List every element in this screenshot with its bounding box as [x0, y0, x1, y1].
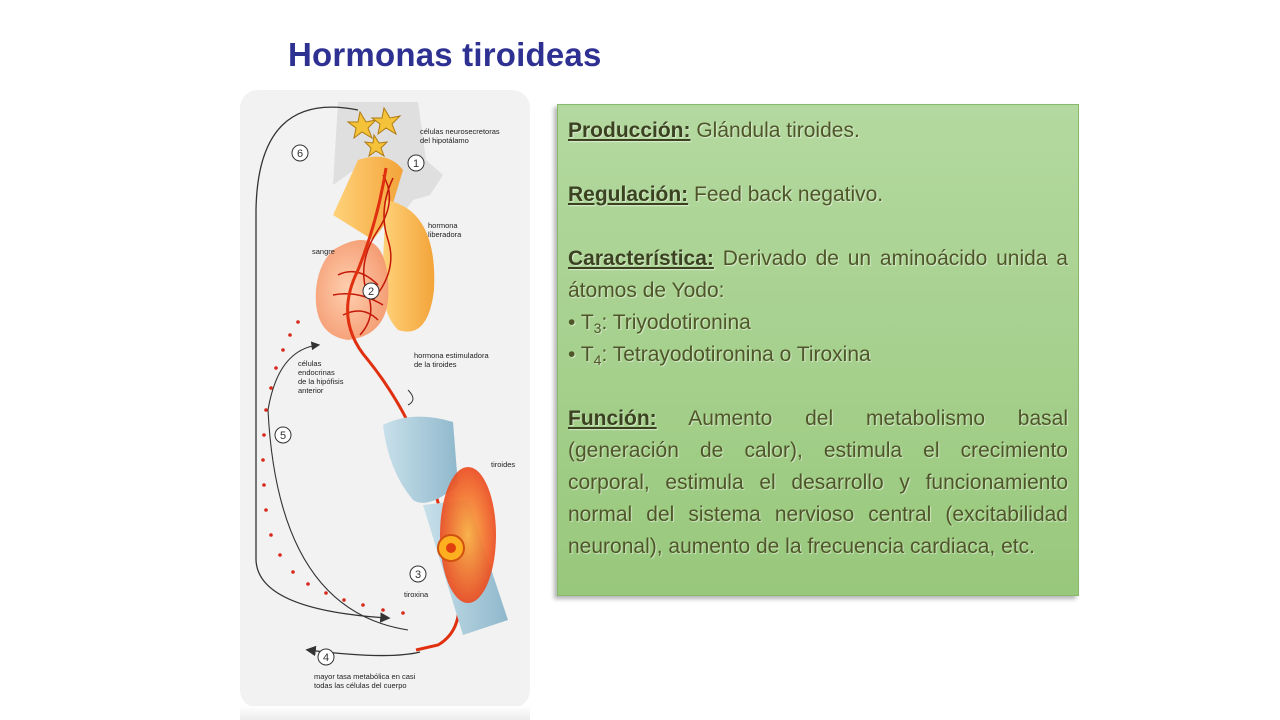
figure-bottom-strip — [240, 706, 530, 720]
svg-text:6: 6 — [297, 148, 303, 160]
produccion-text: Glándula tiroides. — [690, 119, 860, 142]
label-endocrine-3: de la hipófisis — [298, 377, 344, 386]
thyroid-gland-shape — [440, 467, 496, 603]
posterior-pituitary-shape — [382, 200, 435, 332]
tsh-arrow — [407, 389, 414, 406]
svg-text:3: 3 — [415, 569, 421, 581]
step-number-6: 6 — [291, 144, 309, 162]
caracteristica-text: Derivado de un aminoácido unida a átomos… — [568, 247, 1068, 302]
label-neurosecretory-2: del hipotálamo — [420, 136, 469, 145]
produccion-label: Producción: — [568, 119, 691, 142]
step-number-3: 3 — [409, 565, 427, 583]
neurosecretory-neurons-icon — [346, 106, 402, 158]
bullet-t3: • T3: Triyodotironina — [568, 311, 751, 336]
larynx-shape — [383, 416, 458, 503]
svg-text:4: 4 — [323, 652, 329, 664]
produccion-paragraph: Producción: Glándula tiroides. — [568, 115, 1068, 147]
step-number-1: 1 — [407, 154, 425, 172]
label-thyroid: tiroides — [491, 460, 515, 469]
regulacion-label: Regulación: — [568, 183, 689, 206]
svg-text:5: 5 — [280, 430, 286, 442]
svg-text:1: 1 — [413, 158, 419, 170]
feedback-arrow — [255, 106, 391, 623]
thyroid-follicle-icon — [446, 543, 456, 553]
regulacion-paragraph: Regulación: Feed back negativo. — [568, 179, 1068, 211]
label-tsh-2: de la tiroides — [414, 360, 457, 369]
label-blood: sangre — [312, 247, 335, 256]
label-releasing-1: hormona — [428, 221, 458, 230]
caracteristica-paragraph: Característica: Derivado de un aminoácid… — [568, 243, 1068, 307]
inhibition-arrow — [267, 341, 409, 631]
funcion-paragraph: Función: Aumento del metabolismo basal (… — [568, 403, 1068, 563]
label-neurosecretory-1: células neurosecretoras — [420, 127, 500, 136]
label-endocrine-4: anterior — [298, 386, 324, 395]
label-tsh-1: hormona estimuladora — [414, 351, 489, 360]
label-metabolic-2: todas las células del cuerpo — [314, 681, 407, 690]
regulacion-text: Feed back negativo. — [688, 183, 884, 206]
label-endocrine-2: endocrinas — [298, 368, 335, 377]
bullet-t4: • T4: Tetrayodotironina o Tiroxina — [568, 343, 871, 368]
label-releasing-2: liberadora — [428, 230, 462, 239]
funcion-text: Aumento del metabolismo basal (generació… — [568, 407, 1068, 558]
info-box: Producción: Glándula tiroides. Regulació… — [557, 104, 1079, 596]
step-number-2: 2 — [362, 282, 380, 300]
caracteristica-label: Característica: — [568, 247, 714, 270]
slide-title: Hormonas tiroideas — [288, 36, 602, 73]
step-number-4: 4 — [317, 648, 335, 666]
label-thyroxine: tiroxina — [404, 590, 429, 599]
thyroxine-dots — [261, 320, 405, 615]
thyroid-axis-diagram: 6 1 2 5 3 4 células neurosecretoras del … — [240, 90, 530, 708]
label-metabolic-1: mayor tasa metabólica en casi — [314, 672, 416, 681]
svg-text:2: 2 — [368, 286, 374, 298]
funcion-label: Función: — [568, 407, 657, 430]
label-endocrine-1: células — [298, 359, 322, 368]
step-number-5: 5 — [274, 426, 292, 444]
